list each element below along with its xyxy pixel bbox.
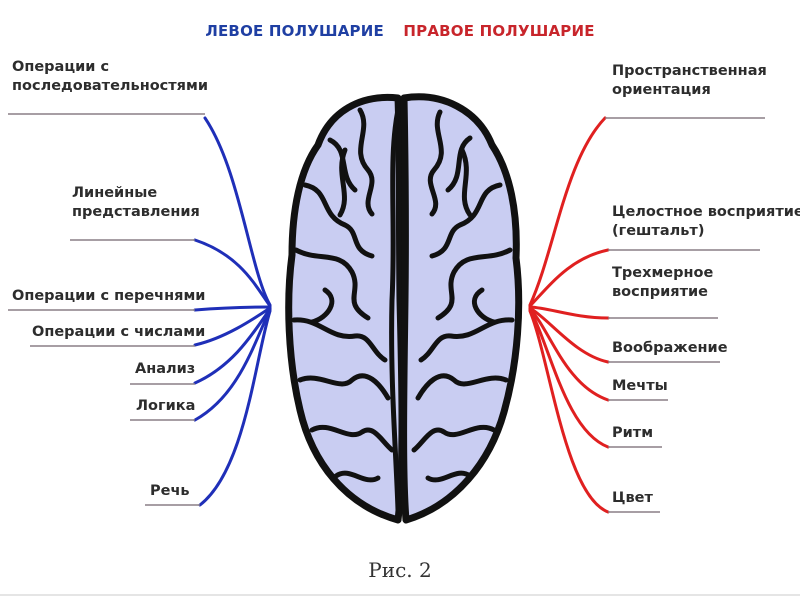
left-connector-5 <box>195 309 270 383</box>
left-label-6: Логика <box>136 397 195 416</box>
bottom-divider <box>0 594 800 596</box>
brain-top-view-icon <box>289 97 519 520</box>
left-label-1-line2: последовательностями <box>12 77 208 96</box>
right-label-1: Пространственная ориентация <box>612 62 767 100</box>
left-label-2-line2: представления <box>72 203 200 222</box>
right-label-3-line2: восприятие <box>612 283 713 302</box>
left-label-3: Операции с перечнями <box>12 287 205 306</box>
right-label-2-line2: (гештальт) <box>612 222 800 241</box>
right-label-6: Ритм <box>612 424 653 443</box>
right-label-1-line1: Пространственная <box>612 62 767 81</box>
figure-caption: Рис. 2 <box>0 558 800 582</box>
right-label-3: Трехмерное восприятие <box>612 264 713 302</box>
right-label-1-line2: ориентация <box>612 81 767 100</box>
left-connector-1 <box>205 118 270 305</box>
right-underlines <box>605 118 765 512</box>
left-label-2-line1: Линейные <box>72 184 200 203</box>
left-label-5: Анализ <box>135 360 195 379</box>
right-label-2: Целостное восприятие (гештальт) <box>612 203 800 241</box>
right-label-4: Воображение <box>612 339 728 358</box>
left-underlines <box>8 114 205 505</box>
left-label-2: Линейные представления <box>72 184 200 222</box>
left-label-1-line1: Операции с <box>12 58 208 77</box>
right-connector-1 <box>530 118 605 305</box>
right-connectors <box>530 118 608 512</box>
left-label-7: Речь <box>150 482 190 501</box>
right-label-3-line1: Трехмерное <box>612 264 713 283</box>
left-label-4: Операции с числами <box>32 323 205 342</box>
right-connector-6 <box>530 310 608 447</box>
left-connectors <box>195 118 270 505</box>
right-label-7: Цвет <box>612 489 653 508</box>
left-connector-3 <box>195 307 270 310</box>
right-label-5: Мечты <box>612 377 668 396</box>
right-label-2-line1: Целостное восприятие <box>612 203 800 222</box>
left-label-1: Операции с последовательностями <box>12 58 208 96</box>
